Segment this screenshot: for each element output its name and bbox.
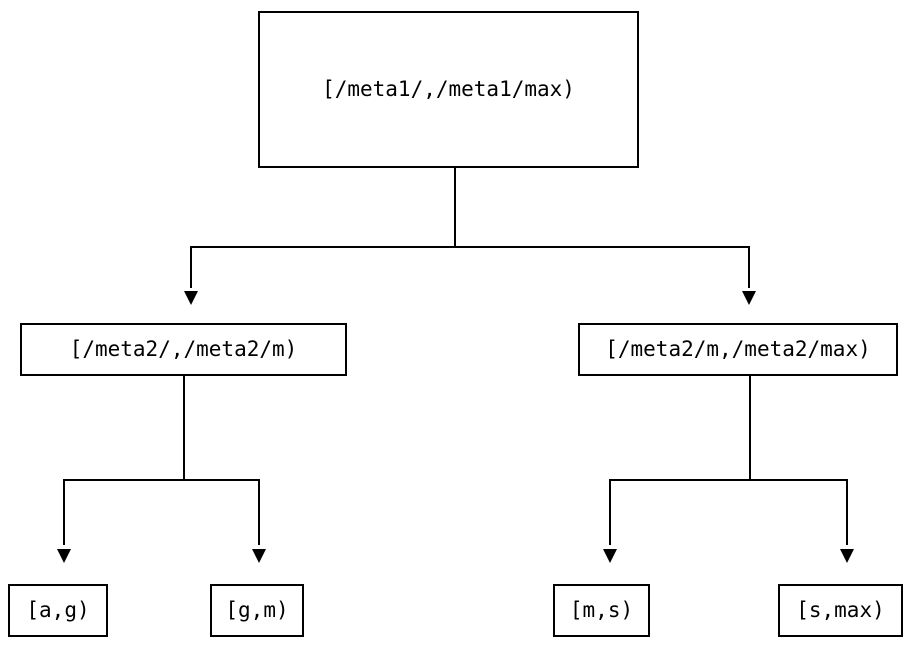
edge-mid-left-to-leaf-gm-drop: [258, 479, 260, 545]
arrowhead-down-icon-leaf-ag: [57, 549, 71, 563]
edge-mid-right-to-leaf-ms-drop: [609, 479, 611, 545]
tree-node-leaf-ms[interactable]: [m,s): [553, 584, 650, 637]
arrowhead-down-icon-leaf-ms: [603, 549, 617, 563]
tree-node-mid-left[interactable]: [/meta2/,/meta2/m): [20, 323, 347, 376]
edge-mid-right-branch-bar: [609, 479, 848, 481]
tree-node-leaf-ag-label: [a,g): [26, 598, 90, 622]
tree-node-root[interactable]: [/meta1/,/meta1/max): [258, 11, 639, 168]
tree-node-leaf-gm[interactable]: [g,m): [210, 584, 304, 637]
edge-mid-left-to-leaf-ag-drop: [63, 479, 65, 545]
edge-mid-right-stem: [749, 376, 751, 480]
edge-mid-right-to-leaf-smax-drop: [846, 479, 848, 545]
tree-node-leaf-gm-label: [g,m): [225, 598, 289, 622]
edge-root-to-mid-left-drop: [190, 246, 192, 288]
arrowhead-down-icon-root-left: [184, 291, 198, 305]
arrowhead-down-icon-leaf-gm: [252, 549, 266, 563]
tree-node-leaf-ag[interactable]: [a,g): [8, 584, 108, 637]
edge-root-branch-bar: [190, 246, 750, 248]
tree-node-mid-left-label: [/meta2/,/meta2/m): [69, 337, 298, 361]
edge-mid-left-stem: [183, 376, 185, 480]
edge-root-to-mid-right-drop: [748, 246, 750, 288]
edge-mid-left-branch-bar: [63, 479, 260, 481]
tree-node-leaf-ms-label: [m,s): [569, 598, 634, 622]
edge-root-stem: [454, 168, 456, 248]
tree-node-mid-right[interactable]: [/meta2/m,/meta2/max): [578, 323, 898, 376]
arrowhead-down-icon-root-right: [742, 291, 756, 305]
tree-node-leaf-smax[interactable]: [s,max): [778, 584, 903, 637]
tree-node-mid-right-label: [/meta2/m,/meta2/max): [605, 337, 871, 361]
arrowhead-down-icon-leaf-smax: [840, 549, 854, 563]
tree-node-root-label: [/meta1/,/meta1/max): [322, 77, 575, 101]
tree-node-leaf-smax-label: [s,max): [796, 598, 885, 622]
